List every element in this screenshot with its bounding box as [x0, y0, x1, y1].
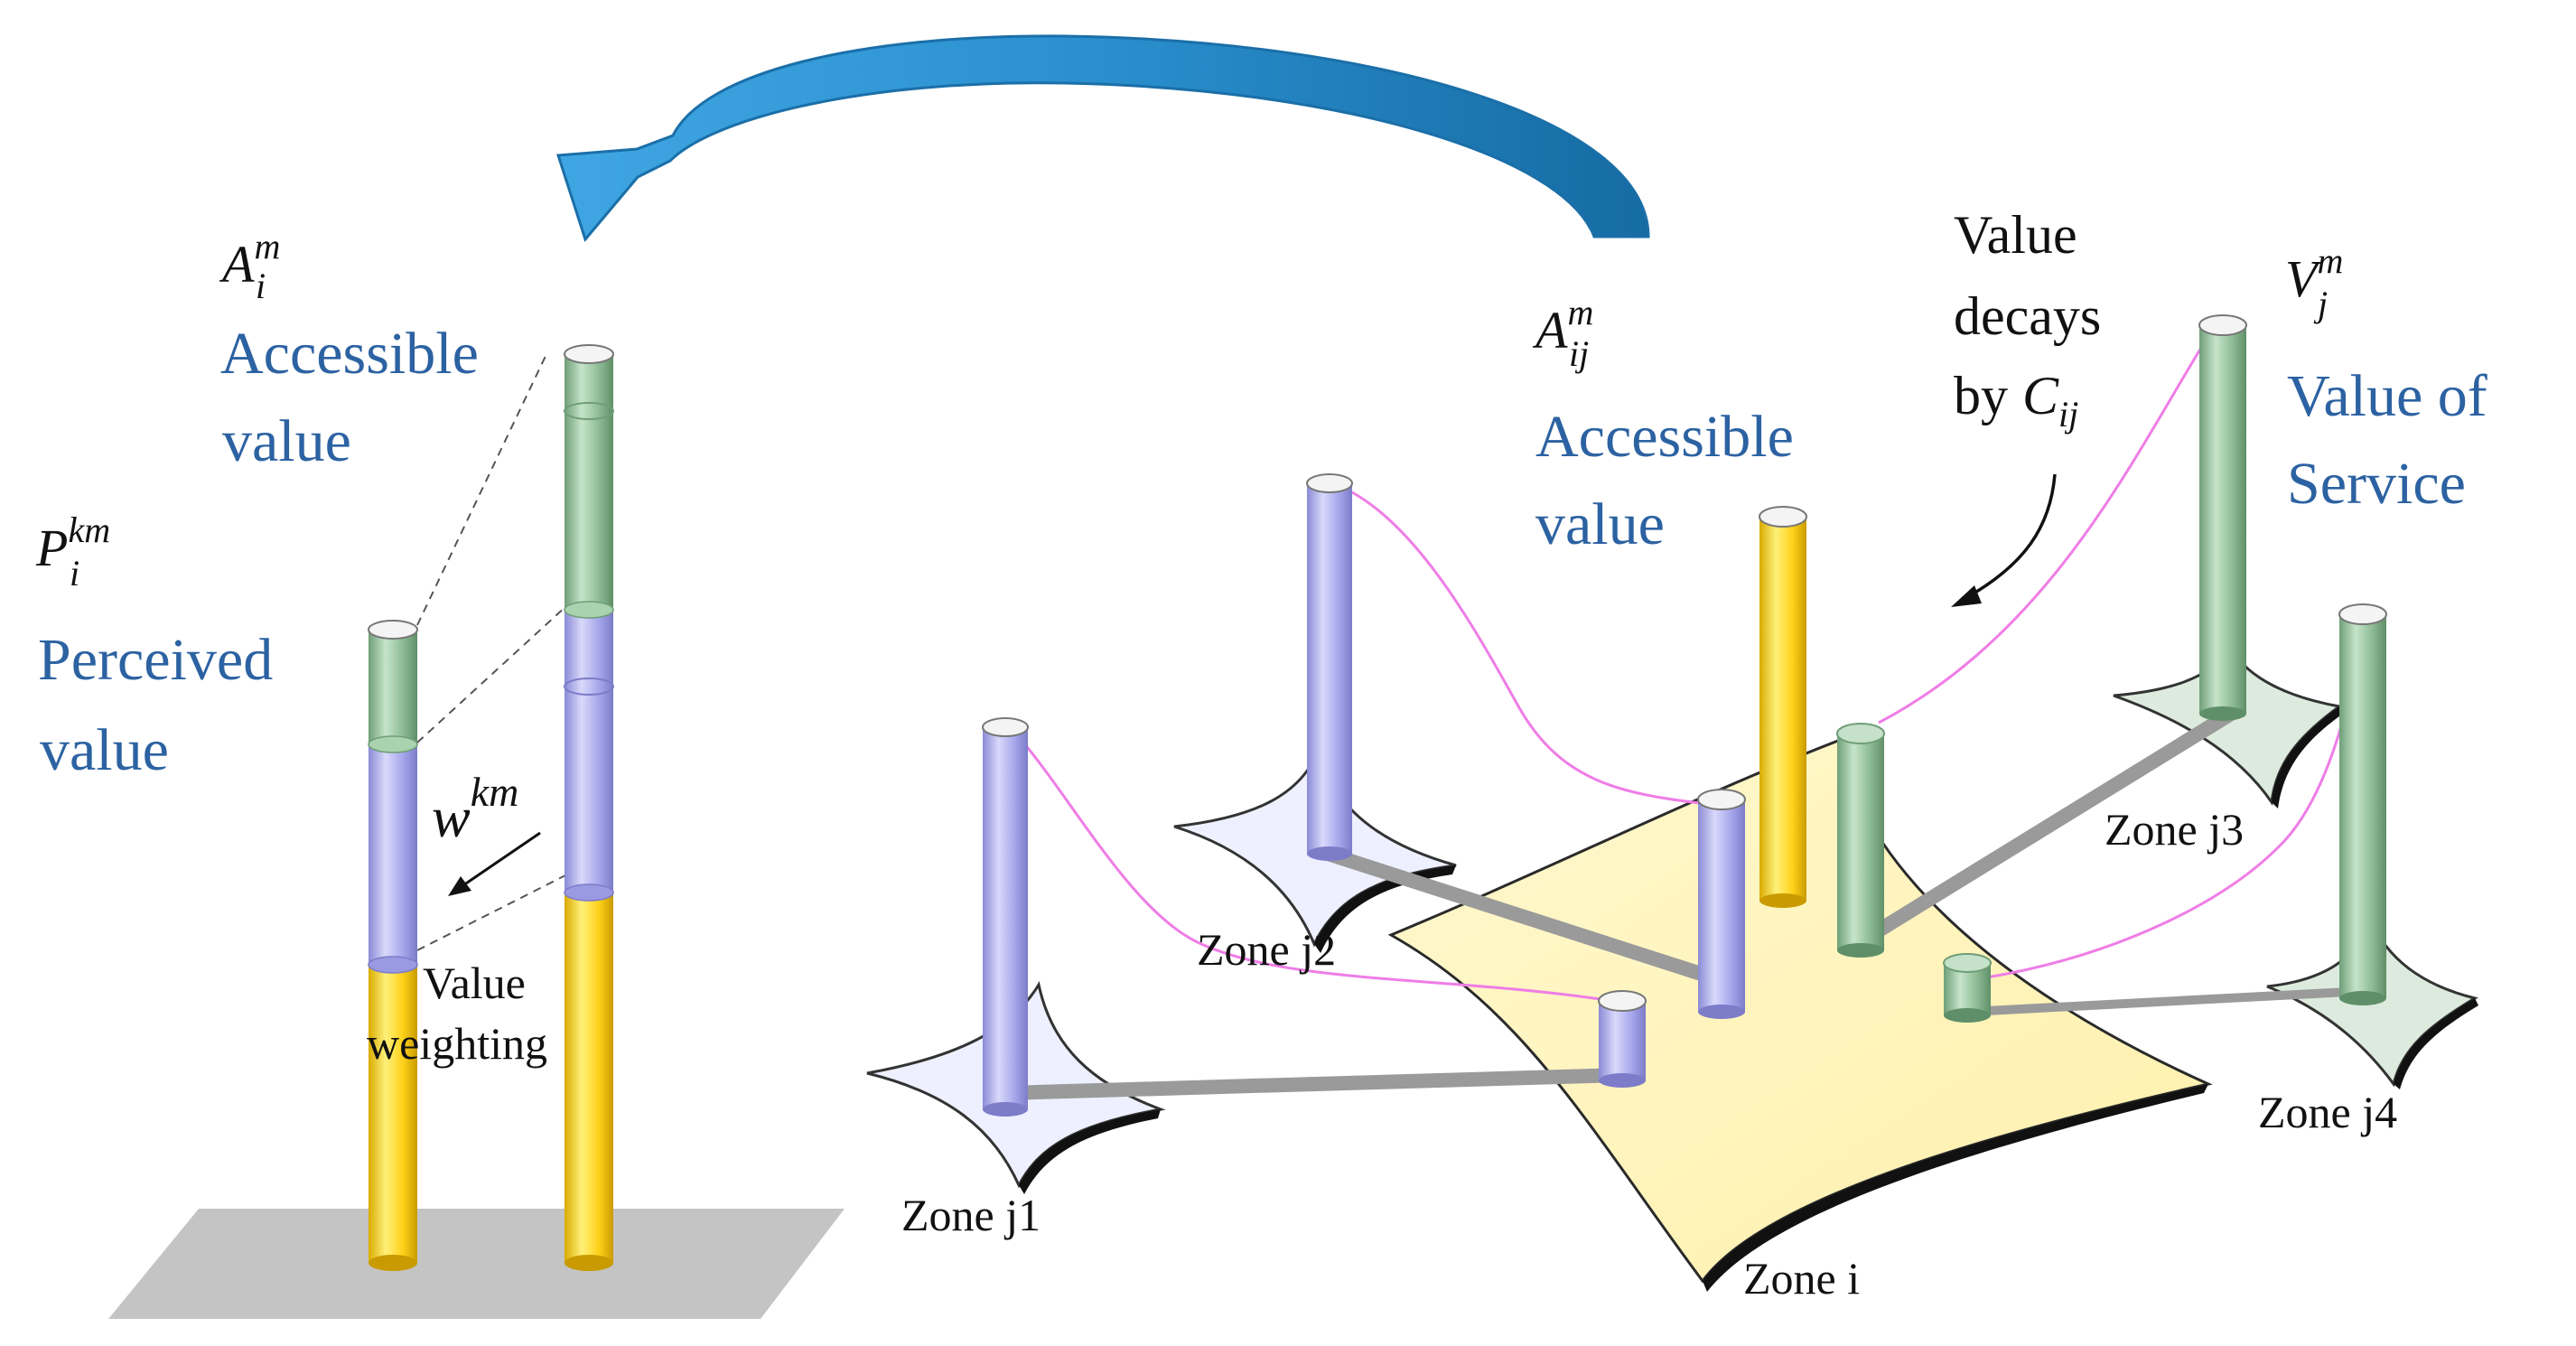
decay-label-line1: Value	[1954, 205, 2077, 265]
zone-j3-column	[2198, 314, 2247, 721]
right-panel: Am ij Accessible value Value decays byCi…	[866, 205, 2487, 1304]
a-ij-m-symbol: Am	[1532, 292, 1593, 360]
right-accessible-label-line1: Accessible	[1535, 404, 1794, 470]
service-label-line1: Value of	[2287, 363, 2487, 429]
v-j-m-subscript: j	[2313, 284, 2328, 324]
left-accessible-label-line1: Accessible	[220, 321, 479, 387]
ground-plane	[108, 1209, 845, 1319]
v-j-m-symbol: Vm	[2285, 240, 2343, 308]
a-i-m-subscript: i	[256, 266, 266, 306]
zone-i-lavender-j2	[1697, 789, 1746, 1019]
zone-i-label: Zone i	[1743, 1253, 1860, 1304]
zone-j2-column	[1306, 473, 1353, 861]
left-accessible-label-line2: value	[222, 408, 351, 474]
connection-links	[1000, 706, 2353, 1100]
zone-j3-label: Zone j3	[2105, 804, 2244, 855]
zone-j4-column	[2338, 603, 2387, 1005]
zone-i-yellow-column	[1759, 506, 1807, 908]
a-i-m-symbol: Am	[219, 226, 280, 294]
weighting-label-line2: weighting	[367, 1018, 547, 1069]
right-accessible-label-line2: value	[1535, 491, 1665, 557]
zone-i-short-green-j4	[1943, 953, 1992, 1023]
service-label-line2: Service	[2287, 451, 2466, 517]
weighting-arrow	[448, 831, 541, 896]
perceived-label-line2: value	[40, 717, 169, 783]
w-km-symbol: wkm	[432, 769, 518, 849]
zone-j1-label: Zone j1	[901, 1190, 1041, 1240]
zone-i-short-lavender-j1	[1598, 990, 1647, 1088]
zone-j2-label: Zone j2	[1197, 924, 1336, 975]
accessible-value-column	[564, 344, 614, 1271]
decay-label-line2: decays	[1954, 286, 2101, 346]
left-panel: Am i Accessible value Pkm i Perceived va…	[35, 226, 845, 1319]
feedback-arrow	[555, 34, 1650, 243]
zone-i-green-j3	[1836, 723, 1885, 958]
a-ij-m-subscript: ij	[1569, 333, 1589, 374]
zone-j4-label: Zone j4	[2258, 1087, 2397, 1137]
perceived-value-column	[368, 620, 418, 1271]
perceived-label-line1: Perceived	[38, 627, 273, 693]
zone-j1-column	[982, 717, 1029, 1117]
projection-lines	[416, 351, 568, 951]
weighting-label-line1: Value	[423, 958, 526, 1008]
decay-arrow	[1951, 473, 2057, 607]
p-i-km-subscript: i	[70, 553, 79, 594]
p-i-km-symbol: Pkm	[35, 509, 110, 577]
